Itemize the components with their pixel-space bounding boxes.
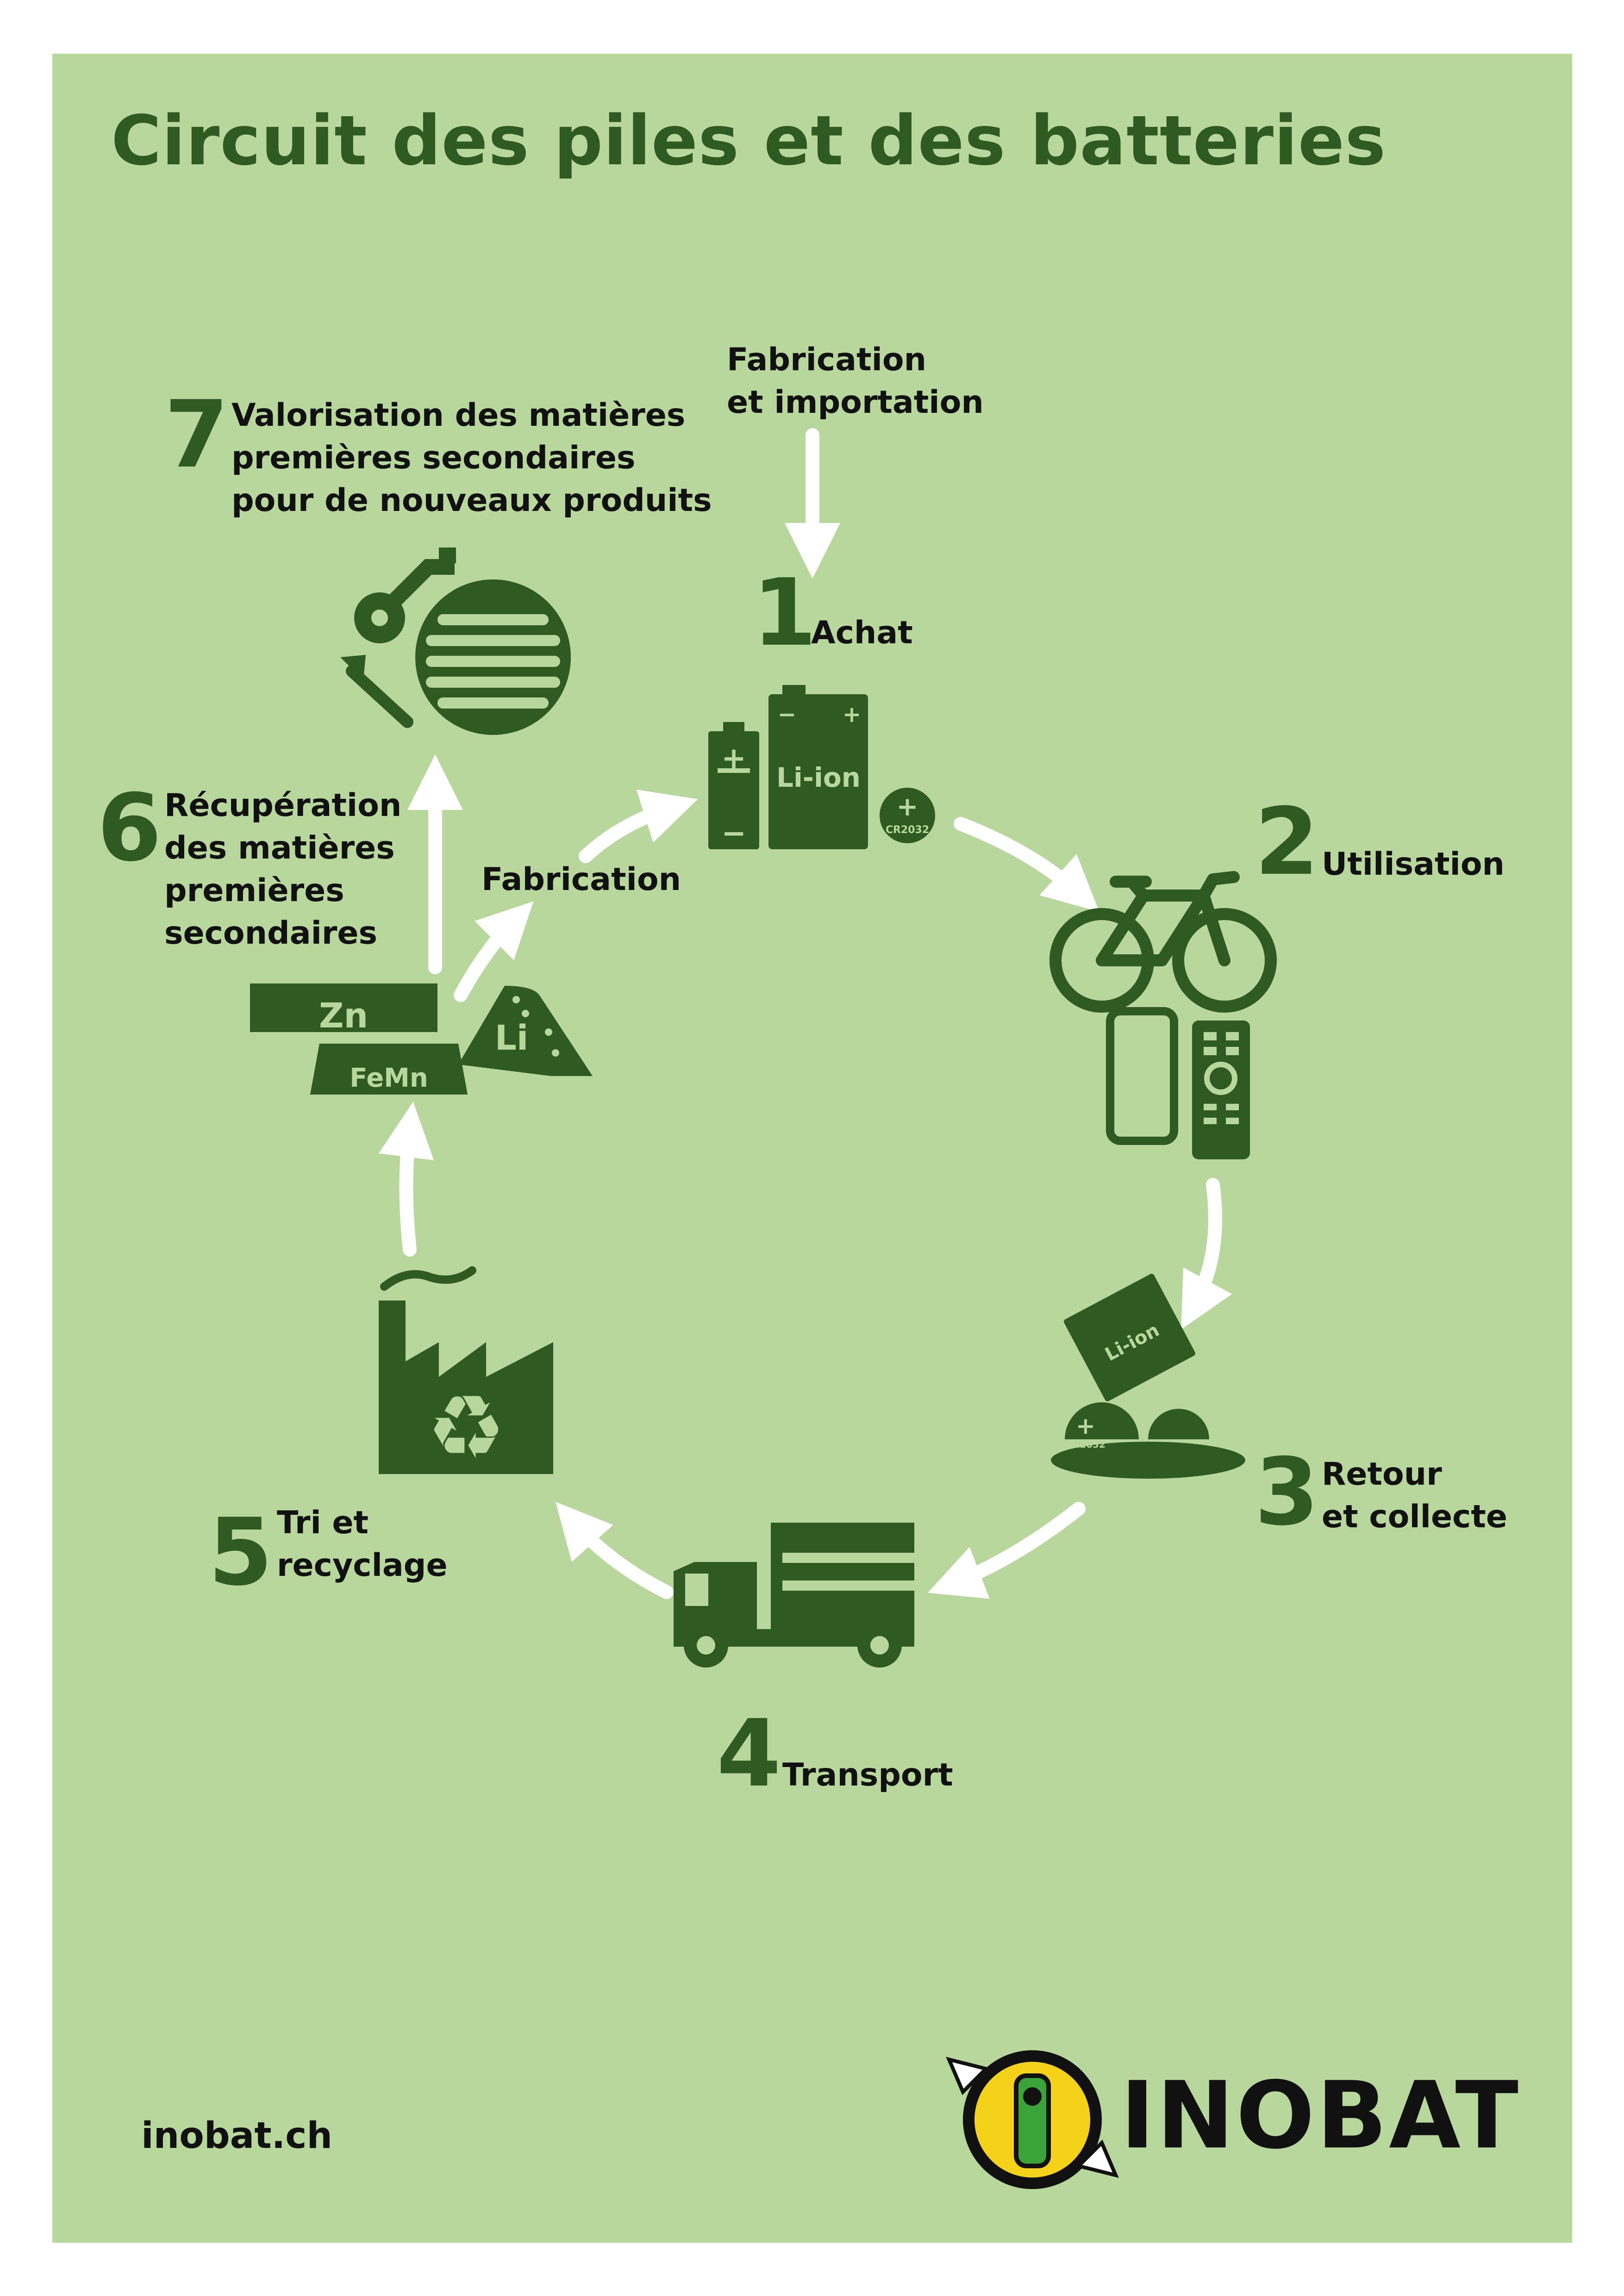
step-2-label: Utilisation xyxy=(1322,846,1505,883)
batteries-icon xyxy=(708,685,935,849)
collection-coin-plus: + xyxy=(1076,1412,1095,1439)
arrow-use-to-return xyxy=(1181,1178,1232,1330)
step-3-number: 3 xyxy=(1255,1438,1319,1546)
smartphone-icon xyxy=(1106,1007,1178,1145)
step-3-label: Retour et collecte xyxy=(1322,1453,1507,1538)
import-label-line-2: et importation xyxy=(727,384,984,421)
battery-liion-label: Li-ion xyxy=(776,762,861,793)
step-6-label-line-3: premières xyxy=(164,872,344,909)
brand-name: INOBAT xyxy=(1120,2062,1520,2170)
new-products-icon xyxy=(340,548,571,735)
step-6-label-line-4: secondaires xyxy=(164,915,378,952)
arrow-purchase-to-use xyxy=(954,817,1099,912)
step-7-number: 7 xyxy=(164,381,229,489)
arrow-sorting-to-recovery xyxy=(379,1101,434,1257)
step-5-number: 5 xyxy=(208,1499,273,1606)
step-7-label-line-2: premières secondaires xyxy=(231,440,636,476)
step-3-label-line-1: Retour xyxy=(1322,1456,1442,1493)
bike-icon xyxy=(1049,871,1277,1013)
collection-coin-label: CR2032 xyxy=(1066,1439,1106,1450)
step-3-label-line-2: et collecte xyxy=(1322,1499,1507,1535)
plus-sign: + xyxy=(721,741,746,776)
arrow-transport-to-sorting xyxy=(556,1502,674,1599)
coin-cell-label: CR2032 xyxy=(886,824,929,836)
page-title: Circuit des piles et des batteries xyxy=(111,101,1387,180)
zinc-label: Zn xyxy=(319,996,368,1036)
raw-materials-icon xyxy=(250,983,593,1095)
step-5-label-line-1: Tri et xyxy=(277,1505,369,1541)
import-label: Fabrication et importation xyxy=(727,339,984,424)
remote-control-icon xyxy=(1192,1020,1250,1159)
step-5-label-line-2: recyclage xyxy=(277,1547,448,1584)
footer-url[interactable]: inobat.ch xyxy=(141,2115,333,2157)
arrow-fabrication-to-purchase xyxy=(579,790,698,863)
step-6-label: Récupération des matières premières seco… xyxy=(164,784,401,955)
step-1-label: Achat xyxy=(811,615,913,651)
arrow-recovery-to-fabrication xyxy=(454,901,534,1002)
lithium-label: Li xyxy=(495,1018,529,1058)
step-1-number: 1 xyxy=(752,559,817,667)
cycle-arrows xyxy=(379,428,1232,1599)
collection-icon xyxy=(1051,1274,1245,1479)
step-7-label-line-1: Valorisation des matières xyxy=(231,397,686,434)
liion-plus-sign: + xyxy=(843,702,861,728)
step-6-label-line-1: Récupération xyxy=(164,787,402,824)
recycle-icon: ♻ xyxy=(427,1376,506,1479)
fabrication-label: Fabrication xyxy=(481,861,681,898)
step-6-number: 6 xyxy=(97,774,162,882)
truck-icon xyxy=(674,1523,914,1668)
arrow-return-to-transport xyxy=(928,1502,1086,1599)
inobat-logo-icon xyxy=(946,2050,1119,2189)
minus-sign: − xyxy=(721,816,746,851)
recycling-factory-icon xyxy=(379,1266,553,1474)
poster xyxy=(52,54,1572,2243)
step-6-label-line-2: des matières xyxy=(164,830,395,866)
import-label-line-1: Fabrication xyxy=(727,342,927,378)
step-4-label: Transport xyxy=(782,1757,953,1793)
liion-minus-sign: − xyxy=(778,702,796,728)
step-5-label: Tri et recyclage xyxy=(277,1502,448,1587)
step-4-number: 4 xyxy=(717,1700,781,1808)
step-7-label-line-3: pour de nouveaux produits xyxy=(231,482,712,519)
femn-label: FeMn xyxy=(350,1063,428,1093)
step-7-label: Valorisation des matières premières seco… xyxy=(231,394,712,522)
step-2-number: 2 xyxy=(1255,788,1319,896)
coin-cell-plus: + xyxy=(897,792,918,822)
